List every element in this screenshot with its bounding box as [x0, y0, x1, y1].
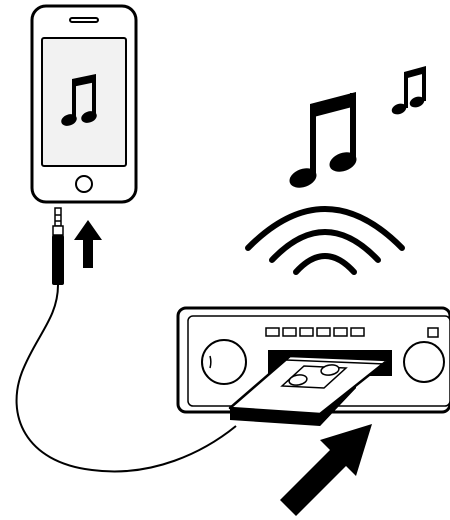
up-arrow-icon — [74, 220, 102, 268]
phone-screen — [42, 38, 126, 166]
left-knob — [202, 340, 246, 384]
sound-waves-icon — [248, 209, 402, 272]
audio-jack-icon — [52, 208, 64, 285]
right-knob — [404, 342, 444, 382]
insert-arrow-icon — [280, 424, 372, 516]
smartphone-icon — [32, 6, 136, 202]
power-button — [428, 328, 438, 337]
phone-speaker-slot — [70, 18, 98, 22]
phone-home-button — [76, 176, 92, 192]
music-notes-icon — [287, 66, 426, 191]
